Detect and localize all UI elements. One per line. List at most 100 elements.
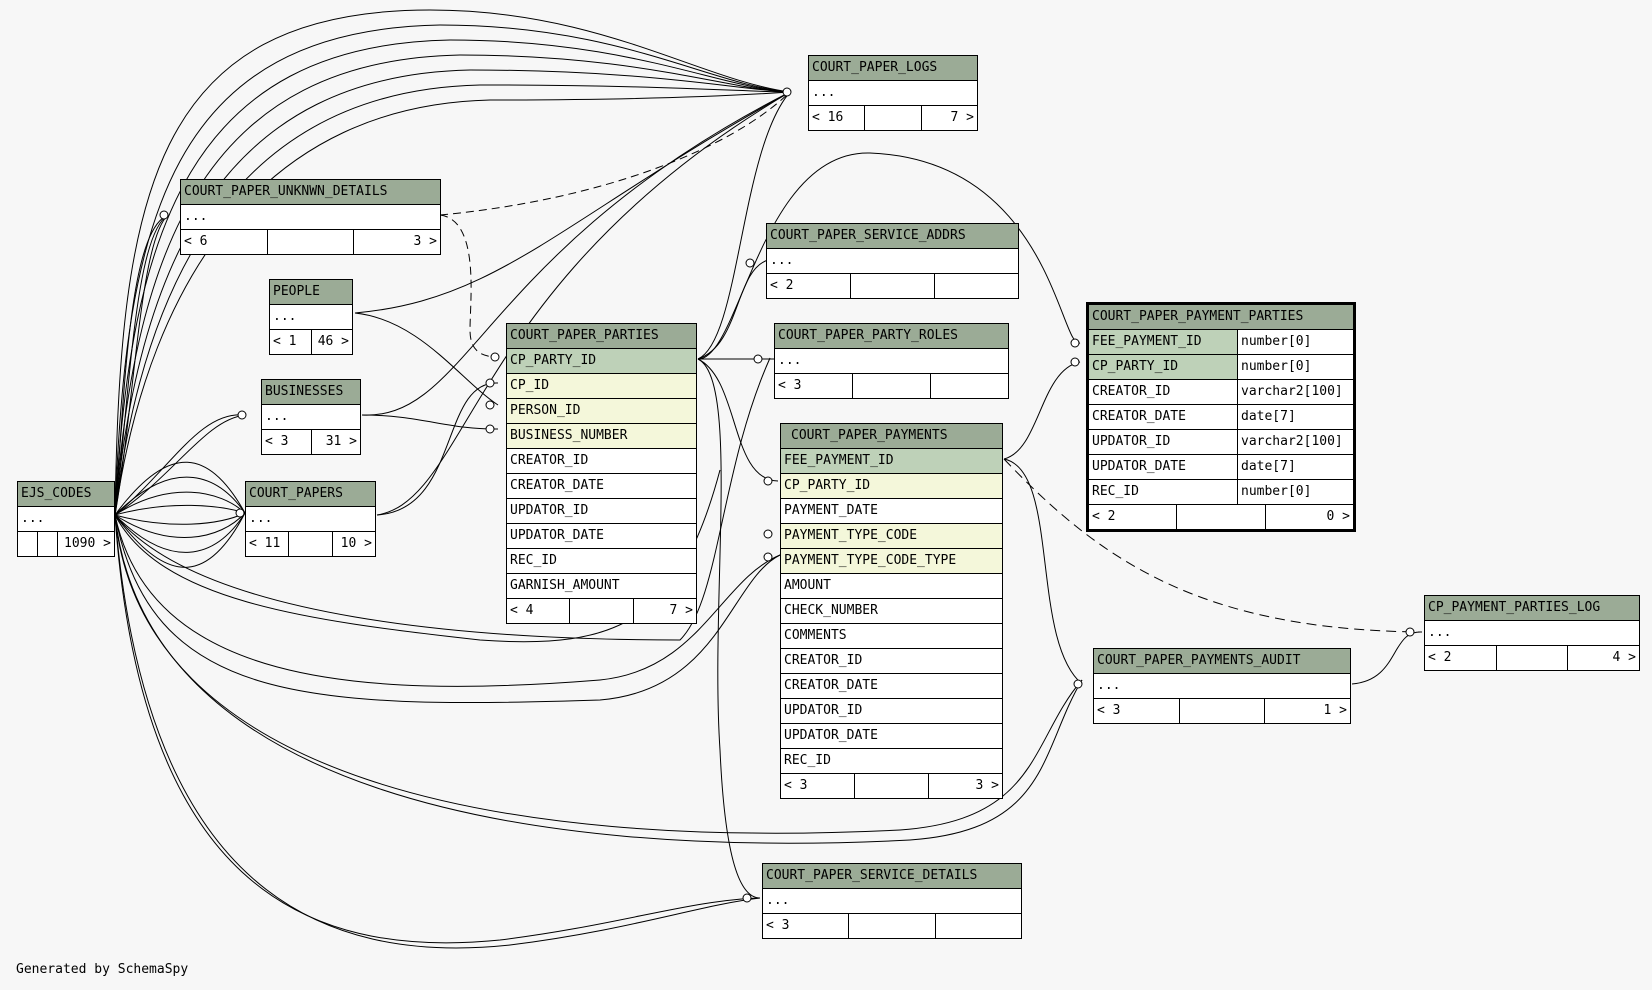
edge-marker bbox=[485, 400, 495, 410]
table-footer: < 2 bbox=[767, 274, 1018, 298]
edge bbox=[697, 152, 1081, 360]
table-footer: < 3 31 > bbox=[262, 430, 360, 454]
table-footer: < 3 bbox=[775, 374, 1008, 398]
table-row: AMOUNT bbox=[781, 574, 1002, 599]
table-footer: < 4 7 > bbox=[507, 599, 696, 623]
edge bbox=[697, 358, 761, 899]
edge-marker bbox=[742, 893, 752, 903]
table-people[interactable]: PEOPLE ... < 1 46 > bbox=[269, 279, 353, 355]
edge bbox=[114, 54, 791, 516]
table-row: ... bbox=[809, 81, 977, 106]
table-row: ... bbox=[1094, 674, 1350, 699]
table-row: ... bbox=[262, 405, 360, 430]
table-row: PAYMENT_TYPE_CODE_TYPE bbox=[781, 549, 1002, 574]
table-footer: < 3 bbox=[763, 914, 1021, 938]
table-row: ... bbox=[767, 249, 1018, 274]
edge bbox=[697, 358, 779, 482]
edge bbox=[114, 69, 791, 516]
edge bbox=[697, 259, 769, 360]
table-row: UPDATOR_ID bbox=[507, 499, 696, 524]
edge bbox=[114, 514, 781, 704]
edge bbox=[1351, 631, 1423, 685]
table-footer: < 11 10 > bbox=[246, 532, 375, 556]
table-businesses[interactable]: BUSINESSES ... < 3 31 > bbox=[261, 379, 361, 455]
edge-marker bbox=[235, 508, 245, 518]
table-header: COURT_PAPER_PAYMENT_PARTIES bbox=[1089, 305, 1353, 330]
table-row: CP_PARTY_ID bbox=[507, 349, 696, 374]
table-row: ... bbox=[18, 507, 114, 532]
table-court-papers[interactable]: COURT_PAPERS ... < 11 10 > bbox=[245, 481, 376, 557]
edge bbox=[361, 91, 791, 416]
table-header: COURT_PAPER_PAYMENTS bbox=[781, 424, 1002, 449]
edge-marker bbox=[745, 258, 755, 268]
edge bbox=[114, 514, 761, 944]
edge-marker bbox=[1070, 357, 1080, 367]
table-court-paper-service-addrs[interactable]: COURT_PAPER_SERVICE_ADDRS ... < 2 bbox=[766, 223, 1019, 299]
table-header: COURT_PAPER_PARTY_ROLES bbox=[775, 324, 1008, 349]
table-header: BUSINESSES bbox=[262, 380, 360, 405]
table-row: ... bbox=[181, 205, 440, 230]
table-row: ... bbox=[246, 507, 375, 532]
table-row: FEE_PAYMENT_ID bbox=[781, 449, 1002, 474]
edge bbox=[114, 514, 1083, 834]
edge bbox=[354, 312, 499, 406]
table-row: CREATOR_DATE bbox=[781, 674, 1002, 699]
table-header: COURT_PAPER_PAYMENTS_AUDIT bbox=[1094, 649, 1350, 674]
table-court-paper-party-roles[interactable]: COURT_PAPER_PARTY_ROLES ... < 3 bbox=[774, 323, 1009, 399]
table-row: CP_PARTY_ID bbox=[781, 474, 1002, 499]
table-court-paper-logs[interactable]: COURT_PAPER_LOGS ... < 16 7 > bbox=[808, 55, 978, 131]
edge-marker bbox=[485, 424, 495, 434]
table-footer: < 3 3 > bbox=[781, 774, 1002, 798]
table-header: COURT_PAPERS bbox=[246, 482, 375, 507]
edge bbox=[114, 357, 771, 641]
table-court-paper-unknwn-details[interactable]: COURT_PAPER_UNKNWN_DETAILS ... < 6 3 > bbox=[180, 179, 441, 255]
table-court-paper-payments[interactable]: COURT_PAPER_PAYMENTS FEE_PAYMENT_ID CP_P… bbox=[780, 423, 1003, 799]
edge bbox=[114, 512, 246, 568]
table-row: UPDATOR_DATE bbox=[507, 524, 696, 549]
table-row: CREATOR_ID bbox=[781, 649, 1002, 674]
table-row: PAYMENT_TYPE_CODE bbox=[781, 524, 1002, 549]
table-header: CP_PAYMENT_PARTIES_LOG bbox=[1425, 596, 1639, 621]
table-header: COURT_PAPER_PARTIES bbox=[507, 324, 696, 349]
table-court-paper-payments-audit[interactable]: COURT_PAPER_PAYMENTS_AUDIT ... < 3 1 > bbox=[1093, 648, 1351, 724]
table-row: UPDATOR_ID bbox=[781, 699, 1002, 724]
table-row: PAYMENT_DATE bbox=[781, 499, 1002, 524]
edge bbox=[697, 91, 791, 360]
table-court-paper-payment-parties[interactable]: COURT_PAPER_PAYMENT_PARTIES FEE_PAYMENT_… bbox=[1086, 302, 1356, 532]
edge-marker bbox=[763, 552, 773, 562]
edge bbox=[114, 514, 761, 949]
table-header: COURT_PAPER_LOGS bbox=[809, 56, 977, 81]
edge bbox=[114, 9, 791, 516]
table-header: COURT_PAPER_SERVICE_DETAILS bbox=[763, 864, 1021, 889]
edge bbox=[354, 91, 791, 314]
table-row: REC_ID bbox=[781, 749, 1002, 774]
table-row: CHECK_NUMBER bbox=[781, 599, 1002, 624]
table-footer: < 6 3 > bbox=[181, 230, 440, 254]
table-ejs-codes[interactable]: EJS_CODES ... 1090 > bbox=[17, 481, 115, 557]
table-court-paper-service-details[interactable]: COURT_PAPER_SERVICE_DETAILS ... < 3 bbox=[762, 863, 1022, 939]
edge-marker bbox=[237, 410, 247, 420]
table-header: EJS_CODES bbox=[18, 482, 114, 507]
edge bbox=[114, 512, 246, 538]
edge bbox=[1003, 458, 1423, 633]
table-court-paper-parties[interactable]: COURT_PAPER_PARTIES CP_PARTY_ID CP_ID PE… bbox=[506, 323, 697, 624]
edge bbox=[114, 491, 246, 516]
table-row: PERSON_ID bbox=[507, 399, 696, 424]
table-cp-payment-parties-log[interactable]: CP_PAYMENT_PARTIES_LOG ... < 2 4 > bbox=[1424, 595, 1640, 671]
edge bbox=[376, 91, 791, 516]
generated-by-note: Generated by SchemaSpy bbox=[16, 962, 189, 977]
edge bbox=[114, 84, 791, 516]
table-row: COMMENTS bbox=[781, 624, 1002, 649]
edge bbox=[114, 512, 246, 553]
table-header: COURT_PAPER_UNKNWN_DETAILS bbox=[181, 180, 440, 205]
edge bbox=[439, 214, 499, 358]
table-footer: < 16 7 > bbox=[809, 106, 977, 130]
table-row: GARNISH_AMOUNT bbox=[507, 574, 696, 599]
table-row: ... bbox=[1425, 621, 1639, 646]
